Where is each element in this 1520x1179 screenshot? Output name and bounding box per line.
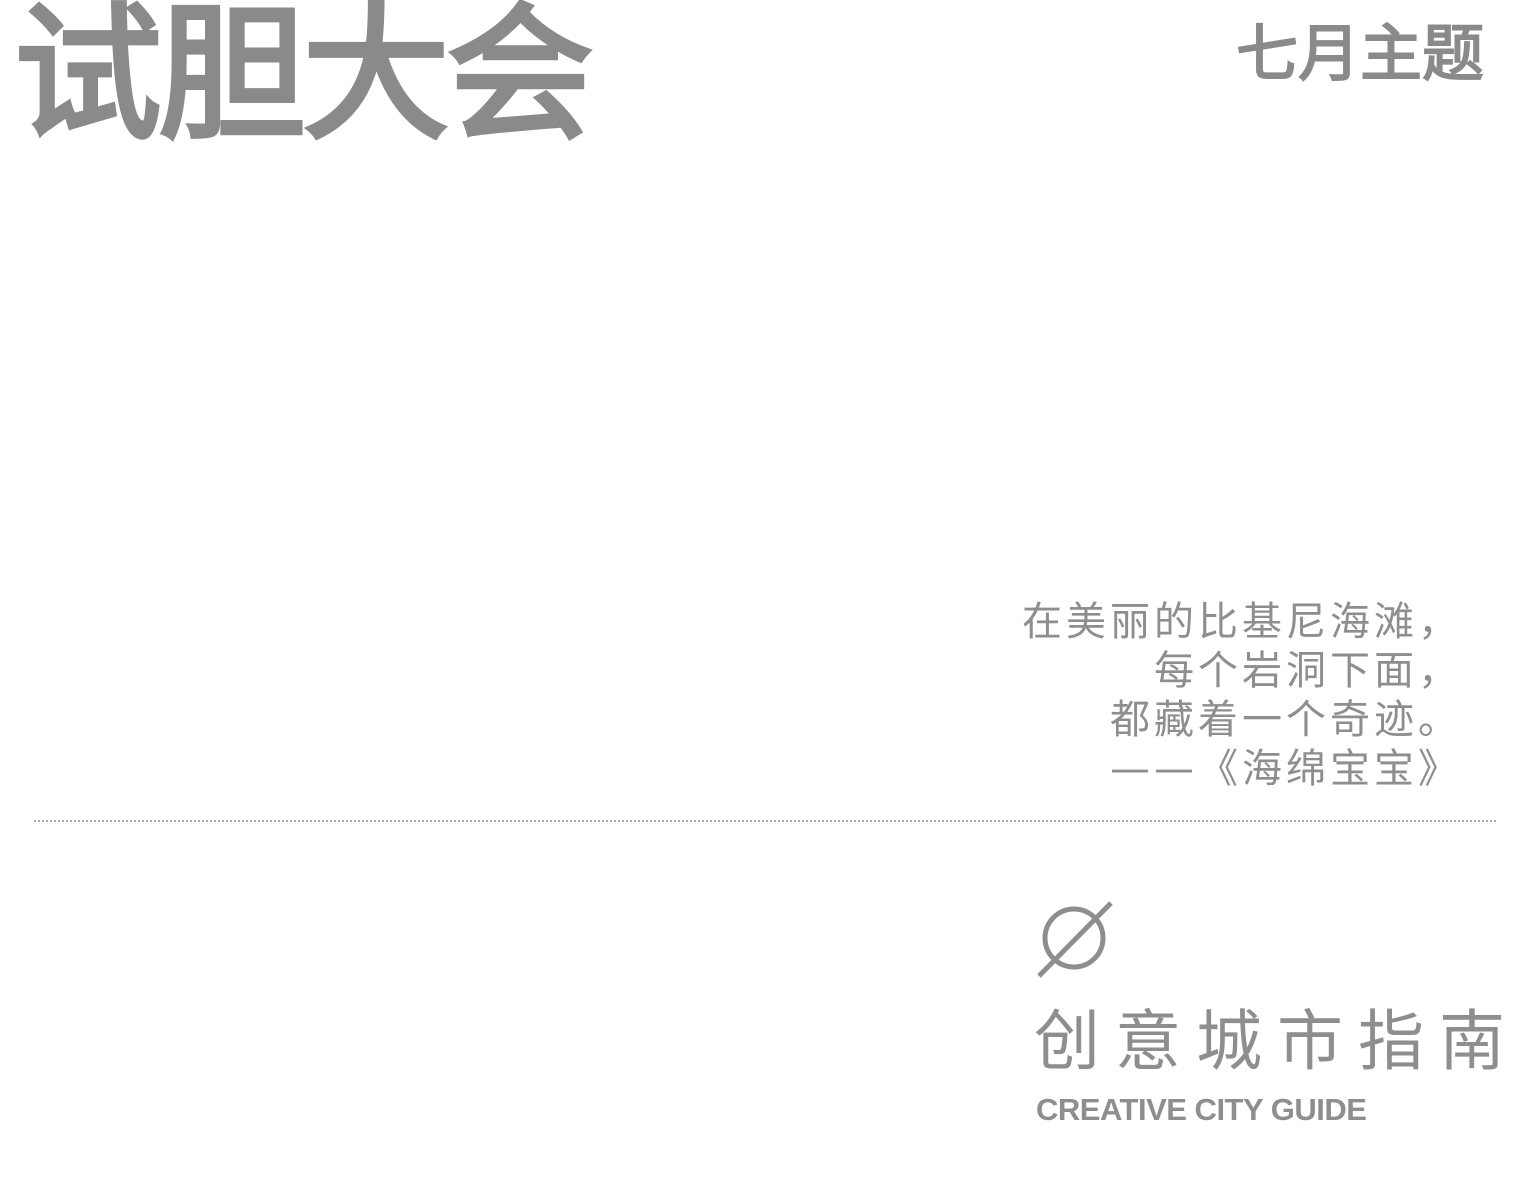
brand-name-cn: 创意城市指南 xyxy=(1034,1003,1520,1080)
quote-line: 在美丽的比基尼海滩， xyxy=(1022,599,1462,645)
month-theme-label: 七月主题 xyxy=(1235,17,1484,90)
quote-attribution: ——《海绵宝宝》 xyxy=(1110,746,1462,792)
empty-set-icon xyxy=(1037,901,1113,978)
dotted-divider xyxy=(34,820,1496,822)
quote-block: 在美丽的比基尼海滩， 每个岩洞下面， 都藏着一个奇迹。 ——《海绵宝宝》 xyxy=(1022,598,1462,794)
page-title: 试胆大会 xyxy=(14,0,594,161)
brand-name-en: CREATIVE CITY GUIDE xyxy=(1036,1092,1367,1127)
quote-line: 每个岩洞下面， xyxy=(1154,648,1462,694)
quote-line: 都藏着一个奇迹。 xyxy=(1110,697,1462,743)
